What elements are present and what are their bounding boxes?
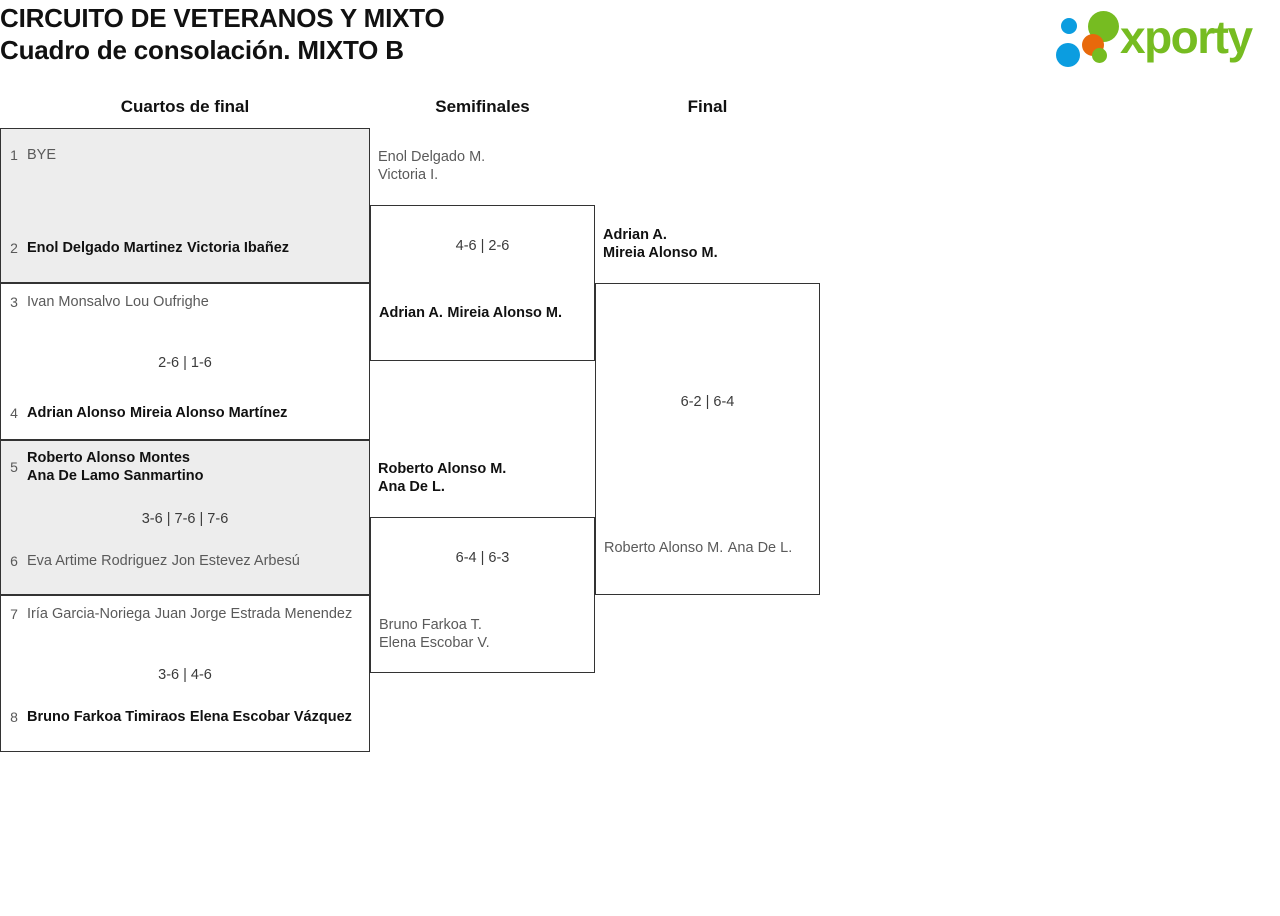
player-name: Juan Jorge Estrada Menendez xyxy=(154,606,353,622)
team-names: Ivan Monsalvo Lou Oufrighe xyxy=(27,293,369,311)
final-bottom-team[interactable]: Roberto Alonso M. Ana De L. xyxy=(596,539,819,557)
match-semifinal-2[interactable]: 6-4 | 6-3 Bruno Farkoa T. Elena Escobar … xyxy=(370,517,595,673)
semifinal-1-bottom-team[interactable]: Adrian A. Mireia Alonso M. xyxy=(371,304,594,322)
player-name: BYE xyxy=(27,147,57,163)
team-names: Enol Delgado Martinez Victoria Ibañez xyxy=(27,239,369,257)
match-semifinal-1[interactable]: 4-6 | 2-6 Adrian A. Mireia Alonso M. xyxy=(370,205,595,361)
player-name: Mireia Alonso M. xyxy=(603,245,718,261)
player-name: Ana De L. xyxy=(727,540,793,556)
team-seed-8[interactable]: 8 Bruno Farkoa Timiraos Elena Escobar Vá… xyxy=(1,708,369,726)
team-seed-1[interactable]: 1 BYE xyxy=(1,146,369,164)
player-name: Enol Delgado Martinez xyxy=(27,240,183,256)
match-score: 2-6 | 1-6 xyxy=(158,355,212,371)
seed-number: 5 xyxy=(10,459,18,475)
match-quarterfinal-1[interactable]: 1 BYE 2 Enol Delgado Martinez Victoria I… xyxy=(0,128,370,283)
player-name: Elena Escobar Vázquez xyxy=(189,709,352,725)
page-title: CIRCUITO DE VETERANOS Y MIXTO Cuadro de … xyxy=(0,2,445,66)
page-header: CIRCUITO DE VETERANOS Y MIXTO Cuadro de … xyxy=(0,0,1280,80)
xporty-logo[interactable]: xporty xyxy=(1048,6,1274,70)
player-name: Adrian A. xyxy=(379,305,443,321)
player-name: Victoria I. xyxy=(378,167,439,183)
match-score: 3-6 | 7-6 | 7-6 xyxy=(141,511,229,527)
tournament-name: CIRCUITO DE VETERANOS Y MIXTO xyxy=(0,3,445,33)
match-final[interactable]: 6-2 | 6-4 Roberto Alonso M. Ana De L. xyxy=(595,283,820,595)
team-seed-4[interactable]: 4 Adrian Alonso Mireia Alonso Martínez xyxy=(1,404,369,422)
team-names: Eva Artime Rodriguez Jon Estevez Arbesú xyxy=(27,552,369,570)
semifinal-1-top-team[interactable]: Enol Delgado M. Victoria I. xyxy=(378,148,485,184)
player-name: Elena Escobar V. xyxy=(379,635,490,651)
player-name: Ana De Lamo Sanmartino xyxy=(27,468,204,484)
seed-number: 7 xyxy=(10,606,18,622)
team-seed-2[interactable]: 2 Enol Delgado Martinez Victoria Ibañez xyxy=(1,239,369,257)
player-name: Adrian A. xyxy=(603,227,667,243)
player-name: Ana De L. xyxy=(378,479,445,495)
logo-wordmark: xporty xyxy=(1120,11,1253,63)
player-name: Roberto Alonso M. xyxy=(604,540,724,556)
team-seed-7[interactable]: 7 Iría Garcia-Noriega Juan Jorge Estrada… xyxy=(1,605,369,623)
match-score: 3-6 | 4-6 xyxy=(158,667,212,683)
team-seed-3[interactable]: 3 Ivan Monsalvo Lou Oufrighe xyxy=(1,293,369,311)
team-names: Adrian A. Mireia Alonso M. xyxy=(371,304,594,322)
seed-number: 2 xyxy=(10,240,18,256)
team-names: BYE xyxy=(27,146,369,164)
logo-dot-blue-large-icon xyxy=(1056,43,1080,67)
team-names: Adrian Alonso Mireia Alonso Martínez xyxy=(27,404,369,422)
round-header-quarterfinals: Cuartos de final xyxy=(120,97,250,116)
match-quarterfinal-2[interactable]: 3 Ivan Monsalvo Lou Oufrighe 2-6 | 1-6 4… xyxy=(0,283,370,440)
player-name: Iría Garcia-Noriega xyxy=(27,606,151,622)
player-name: Mireia Alonso Martínez xyxy=(130,405,288,421)
seed-number: 6 xyxy=(10,553,18,569)
team-names: Bruno Farkoa Timiraos Elena Escobar Vázq… xyxy=(27,708,369,726)
match-quarterfinal-4[interactable]: 7 Iría Garcia-Noriega Juan Jorge Estrada… xyxy=(0,595,370,752)
seed-number: 3 xyxy=(10,294,18,310)
semifinal-2-top-team[interactable]: Roberto Alonso M. Ana De L. xyxy=(378,460,506,496)
match-quarterfinal-3[interactable]: 5 Roberto Alonso Montes Ana De Lamo Sanm… xyxy=(0,440,370,595)
team-seed-5[interactable]: 5 Roberto Alonso Montes Ana De Lamo Sanm… xyxy=(1,449,369,485)
player-name: Roberto Alonso Montes xyxy=(27,450,190,466)
logo-dot-blue-small-icon xyxy=(1061,18,1077,34)
match-score: 4-6 | 2-6 xyxy=(455,238,510,254)
player-name: Bruno Farkoa T. xyxy=(379,617,482,633)
seed-number: 4 xyxy=(10,405,18,421)
player-name: Victoria Ibañez xyxy=(186,240,290,256)
team-names: Bruno Farkoa T. Elena Escobar V. xyxy=(371,616,594,652)
seed-number: 1 xyxy=(10,147,18,163)
player-name: Adrian Alonso xyxy=(27,405,126,421)
logo-dots-icon xyxy=(1052,10,1126,68)
team-names: Roberto Alonso Montes Ana De Lamo Sanmar… xyxy=(27,449,369,485)
player-name: Bruno Farkoa Timiraos xyxy=(27,709,186,725)
team-seed-6[interactable]: 6 Eva Artime Rodriguez Jon Estevez Arbes… xyxy=(1,552,369,570)
player-name: Ivan Monsalvo xyxy=(27,294,121,310)
player-name: Jon Estevez Arbesú xyxy=(171,553,300,569)
player-name: Eva Artime Rodriguez xyxy=(27,553,168,569)
round-header-semifinals: Semifinales xyxy=(435,97,530,116)
team-names: Iría Garcia-Noriega Juan Jorge Estrada M… xyxy=(27,605,369,623)
team-names: Roberto Alonso M. Ana De L. xyxy=(596,539,819,557)
player-name: Mireia Alonso M. xyxy=(447,305,563,321)
seed-number: 8 xyxy=(10,709,18,725)
final-top-team[interactable]: Adrian A. Mireia Alonso M. xyxy=(603,226,718,262)
bracket-subtitle: Cuadro de consolación. MIXTO B xyxy=(0,35,404,65)
logo-dot-green-small-icon xyxy=(1092,48,1107,63)
match-score: 6-4 | 6-3 xyxy=(455,550,510,566)
semifinal-2-bottom-team[interactable]: Bruno Farkoa T. Elena Escobar V. xyxy=(371,616,594,652)
round-header-final: Final xyxy=(687,97,728,116)
player-name: Roberto Alonso M. xyxy=(378,461,507,477)
match-score: 6-2 | 6-4 xyxy=(680,394,735,410)
player-name: Enol Delgado M. xyxy=(378,149,486,165)
player-name: Lou Oufrighe xyxy=(124,294,209,310)
